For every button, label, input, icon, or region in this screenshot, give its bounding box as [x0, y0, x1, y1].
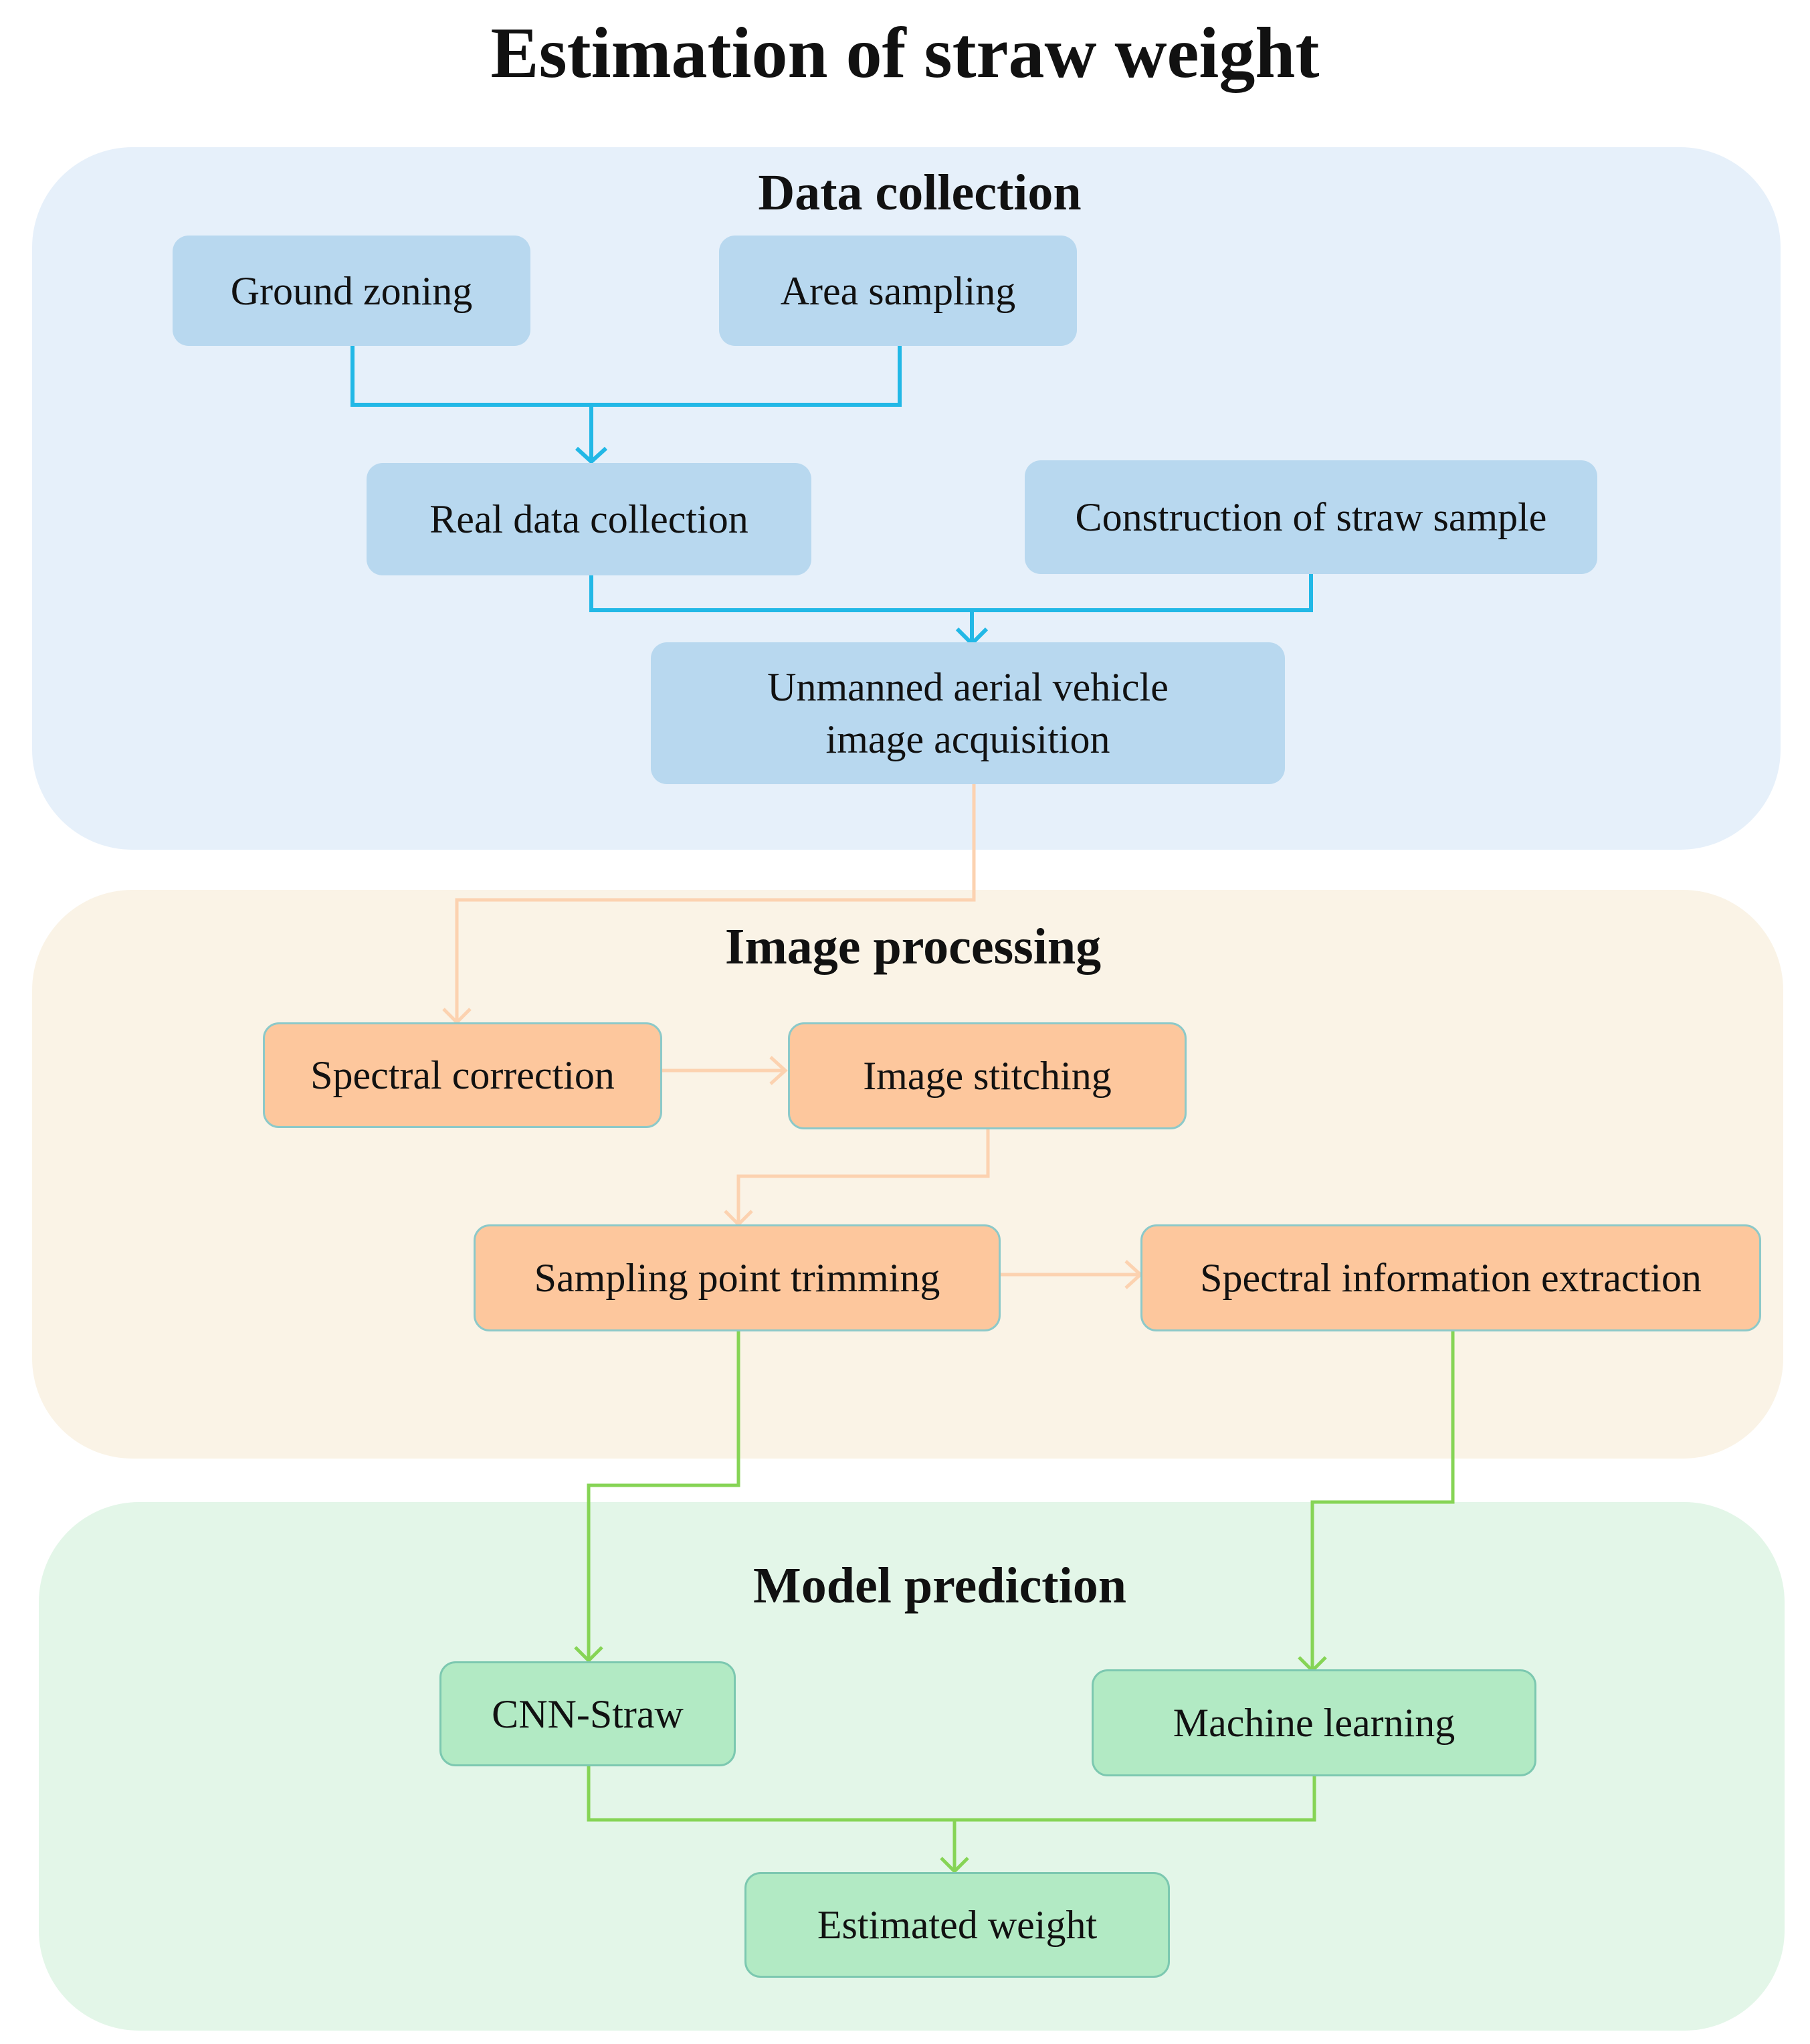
image-stitching-box: Image stitching	[788, 1022, 1187, 1129]
connector-trimming-cnn	[587, 1331, 740, 1659]
connector-cnn-ml	[587, 1766, 1316, 1822]
spectral-correction-box: Spectral correction	[263, 1022, 662, 1128]
estimated-weight-label: Estimated weight	[817, 1903, 1098, 1947]
model-prediction-title: Model prediction	[752, 1558, 1126, 1614]
data-collection-title: Data collection	[758, 165, 1082, 221]
connector-uav-spectral	[455, 783, 976, 1020]
connector-extraction-ml	[1310, 1331, 1455, 1669]
diagram-title: Estimation of straw weight	[490, 13, 1320, 93]
blue-connectors	[350, 345, 1313, 647]
sampling-point-trimming-label: Sampling point trimming	[534, 1256, 940, 1300]
spectral-correction-label: Spectral correction	[310, 1053, 615, 1097]
image-processing-title: Image processing	[724, 919, 1102, 975]
construction-straw-sample-box: Construction of straw sample	[1025, 460, 1597, 574]
arrowhead-cnn	[574, 1646, 603, 1663]
uav-image-acquisition-box: Unmanned aerial vehicle image acquisitio…	[651, 642, 1285, 784]
arrowhead-stitching	[769, 1056, 788, 1085]
cnn-straw-label: CNN-Straw	[492, 1691, 684, 1736]
sampling-point-trimming-box: Sampling point trimming	[474, 1224, 1001, 1331]
real-data-collection-box: Real data collection	[367, 463, 811, 575]
area-sampling-box: Area sampling	[719, 236, 1077, 346]
connector-real-construction	[589, 574, 1313, 612]
arrowhead-real-data	[575, 446, 608, 465]
connector-stitching-trimming	[736, 1129, 990, 1223]
estimated-weight-box: Estimated weight	[744, 1872, 1170, 1978]
arrowhead-estimated	[940, 1857, 969, 1874]
ground-zoning-box: Ground zoning	[173, 236, 530, 346]
ground-zoning-label: Ground zoning	[230, 268, 473, 313]
orange-connectors	[442, 783, 1143, 1289]
image-processing-panel	[32, 890, 1783, 1459]
construction-straw-sample-label: Construction of straw sample	[1075, 495, 1547, 539]
spectral-information-extraction-label: Spectral information extraction	[1200, 1256, 1702, 1300]
machine-learning-label: Machine learning	[1173, 1701, 1455, 1745]
uav-label-line2: image acquisition	[825, 717, 1110, 761]
spectral-information-extraction-box: Spectral information extraction	[1140, 1224, 1761, 1331]
connector-zoning-sampling	[350, 345, 902, 407]
cnn-straw-box: CNN-Straw	[439, 1661, 736, 1766]
green-connectors	[574, 1331, 1455, 1874]
machine-learning-box: Machine learning	[1092, 1669, 1536, 1776]
area-sampling-label: Area sampling	[780, 268, 1016, 313]
uav-label-line1: Unmanned aerial vehicle	[767, 665, 1169, 709]
real-data-collection-label: Real data collection	[429, 497, 748, 541]
image-stitching-label: Image stitching	[863, 1054, 1112, 1098]
